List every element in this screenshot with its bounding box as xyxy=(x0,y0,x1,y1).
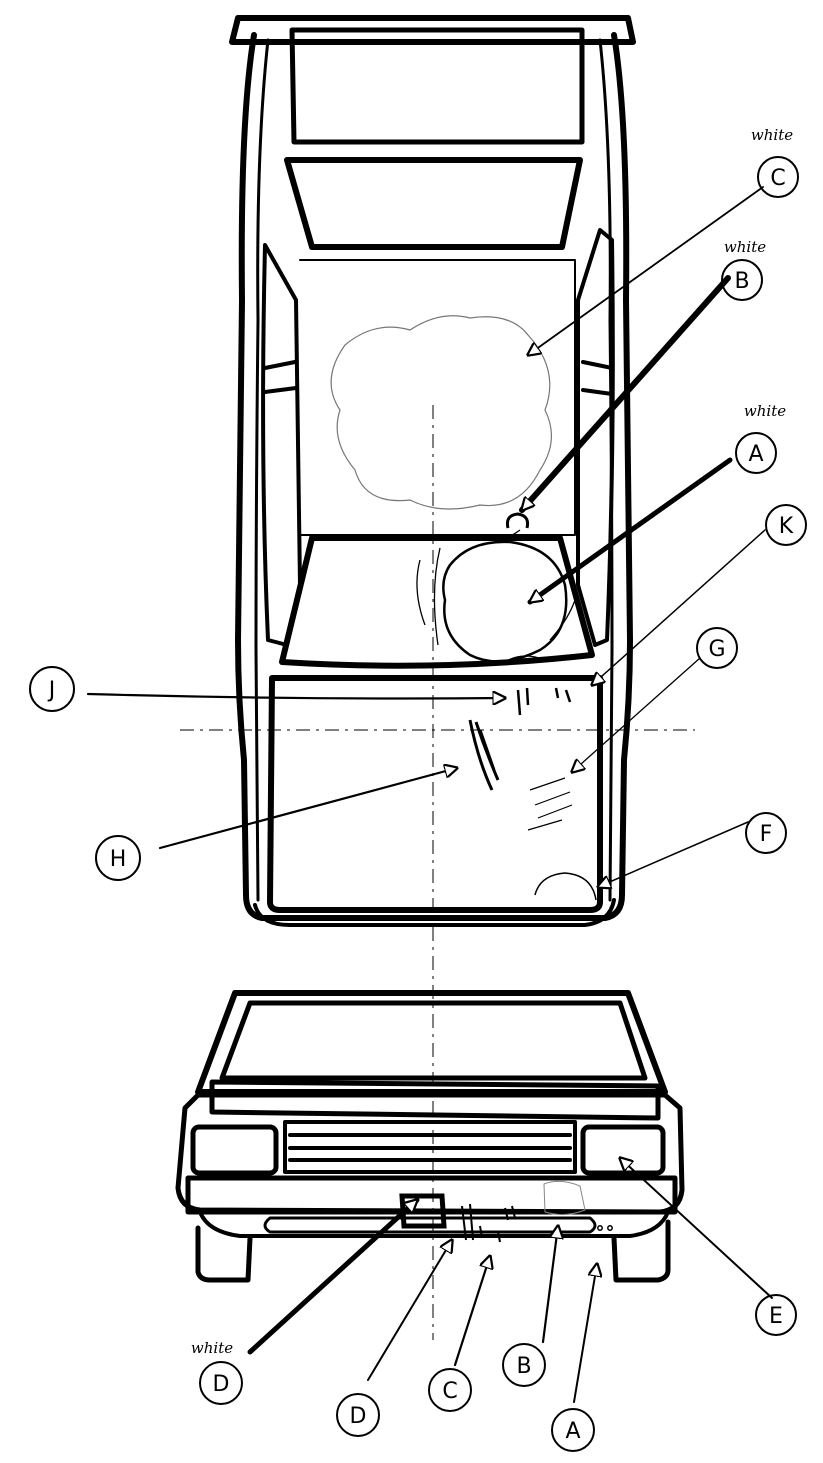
leader-J-top xyxy=(86,694,505,699)
lower-valance xyxy=(198,1210,670,1238)
callout-letter-D-white-front: D xyxy=(213,1372,230,1397)
front-bumper xyxy=(185,1175,678,1215)
callout-letter-B-front: B xyxy=(516,1354,531,1379)
front-bumper-top xyxy=(253,898,616,927)
callout-letter-G-top: G xyxy=(708,637,725,662)
callout-circle-F-top xyxy=(745,812,787,854)
damage-scratch-h xyxy=(468,719,500,791)
damage-item-b xyxy=(506,512,530,529)
callout-circle-A-front xyxy=(551,1408,595,1452)
rear-spoiler xyxy=(229,15,636,45)
car-front-view xyxy=(175,990,685,1283)
leader-C-top xyxy=(528,186,764,355)
center-reference-lines xyxy=(180,405,695,1340)
leader-A-front xyxy=(573,1264,597,1403)
damage-scratches-g xyxy=(527,777,573,831)
callout-circle-C-front xyxy=(428,1368,472,1412)
callout-circle-J-top xyxy=(29,666,75,712)
callout-letter-C-top: C xyxy=(770,166,785,191)
right-headlight xyxy=(580,1124,666,1176)
right-side-window xyxy=(576,228,615,647)
rear-window xyxy=(284,157,583,250)
callout-circle-H-top xyxy=(95,835,141,881)
callout-letter-J-top: J xyxy=(47,678,56,703)
damage-scratches-a xyxy=(416,529,576,666)
callout-letter-A-front: A xyxy=(565,1419,580,1444)
callout-circle-D-white-front xyxy=(199,1361,243,1405)
damage-area-d-white xyxy=(399,1193,447,1229)
leader-G-top xyxy=(572,657,701,772)
callout-circle-D-front xyxy=(336,1393,380,1437)
left-side-window xyxy=(261,243,302,647)
body-outline xyxy=(235,32,633,921)
damage-dot-1 xyxy=(597,1225,603,1231)
damage-dot-2 xyxy=(607,1225,613,1231)
leader-B-top xyxy=(519,275,731,513)
callout-letter-A-top: A xyxy=(748,442,763,467)
right-tire xyxy=(611,1219,671,1283)
damage-scratches-d-c xyxy=(461,1203,516,1243)
callout-circle-B-top xyxy=(721,259,763,301)
note-C-top: white xyxy=(751,126,793,144)
note-D-white-front: white xyxy=(191,1339,233,1357)
front-windshield xyxy=(219,1000,648,1081)
leader-K-top xyxy=(592,529,766,685)
body-inner-outline xyxy=(254,38,614,902)
callout-circle-G-top xyxy=(696,627,738,669)
callout-letter-C-front: C xyxy=(442,1379,457,1404)
leader-D-white-front xyxy=(247,1200,417,1355)
windshield xyxy=(279,535,595,669)
leader-F-top xyxy=(598,821,749,887)
callout-circle-B-front xyxy=(502,1343,546,1387)
callout-notes: white white white white xyxy=(191,126,793,1357)
left-tire xyxy=(195,1225,253,1283)
rear-deck xyxy=(289,27,585,145)
damage-area-a-windshield xyxy=(442,540,568,663)
leader-D-front xyxy=(367,1240,452,1381)
roof-outline xyxy=(195,990,668,1095)
damage-scratches-j xyxy=(516,687,572,716)
hood xyxy=(267,675,603,913)
callout-circle-A-top xyxy=(735,432,777,474)
leader-lines xyxy=(86,186,773,1403)
callout-letter-H-top: H xyxy=(110,847,127,872)
damage-area-c-roof xyxy=(330,315,553,510)
damage-area-f xyxy=(534,872,597,901)
leader-B-front xyxy=(541,1226,558,1344)
leader-C-front xyxy=(453,1256,490,1367)
note-B-top: white xyxy=(724,238,766,256)
callout-letter-E-front: E xyxy=(769,1304,783,1329)
note-A-top: white xyxy=(744,402,786,420)
lower-grille-slot xyxy=(263,1216,597,1234)
callout-letter-F-top: F xyxy=(760,822,773,847)
callouts xyxy=(29,156,807,1452)
callout-letter-D-front: D xyxy=(350,1404,367,1429)
leader-E-front xyxy=(620,1158,773,1299)
car-top-view xyxy=(229,15,636,927)
leader-A-top xyxy=(530,457,733,605)
callout-circle-E-front xyxy=(755,1294,797,1336)
grille xyxy=(283,1120,577,1174)
damage-areas-top xyxy=(330,315,597,901)
callout-letters: C B A K G J H F E D D C B A xyxy=(47,166,794,1444)
callout-circle-C-top xyxy=(757,156,799,198)
callout-letter-B-top: B xyxy=(734,269,749,294)
callout-letter-K-top: K xyxy=(779,514,794,539)
leader-H-top xyxy=(158,768,457,850)
damage-areas-front xyxy=(399,1180,613,1243)
hood-front xyxy=(209,1079,661,1121)
callout-circle-K-top xyxy=(765,504,807,546)
damage-area-b-front xyxy=(543,1180,586,1216)
left-headlight xyxy=(190,1124,279,1176)
